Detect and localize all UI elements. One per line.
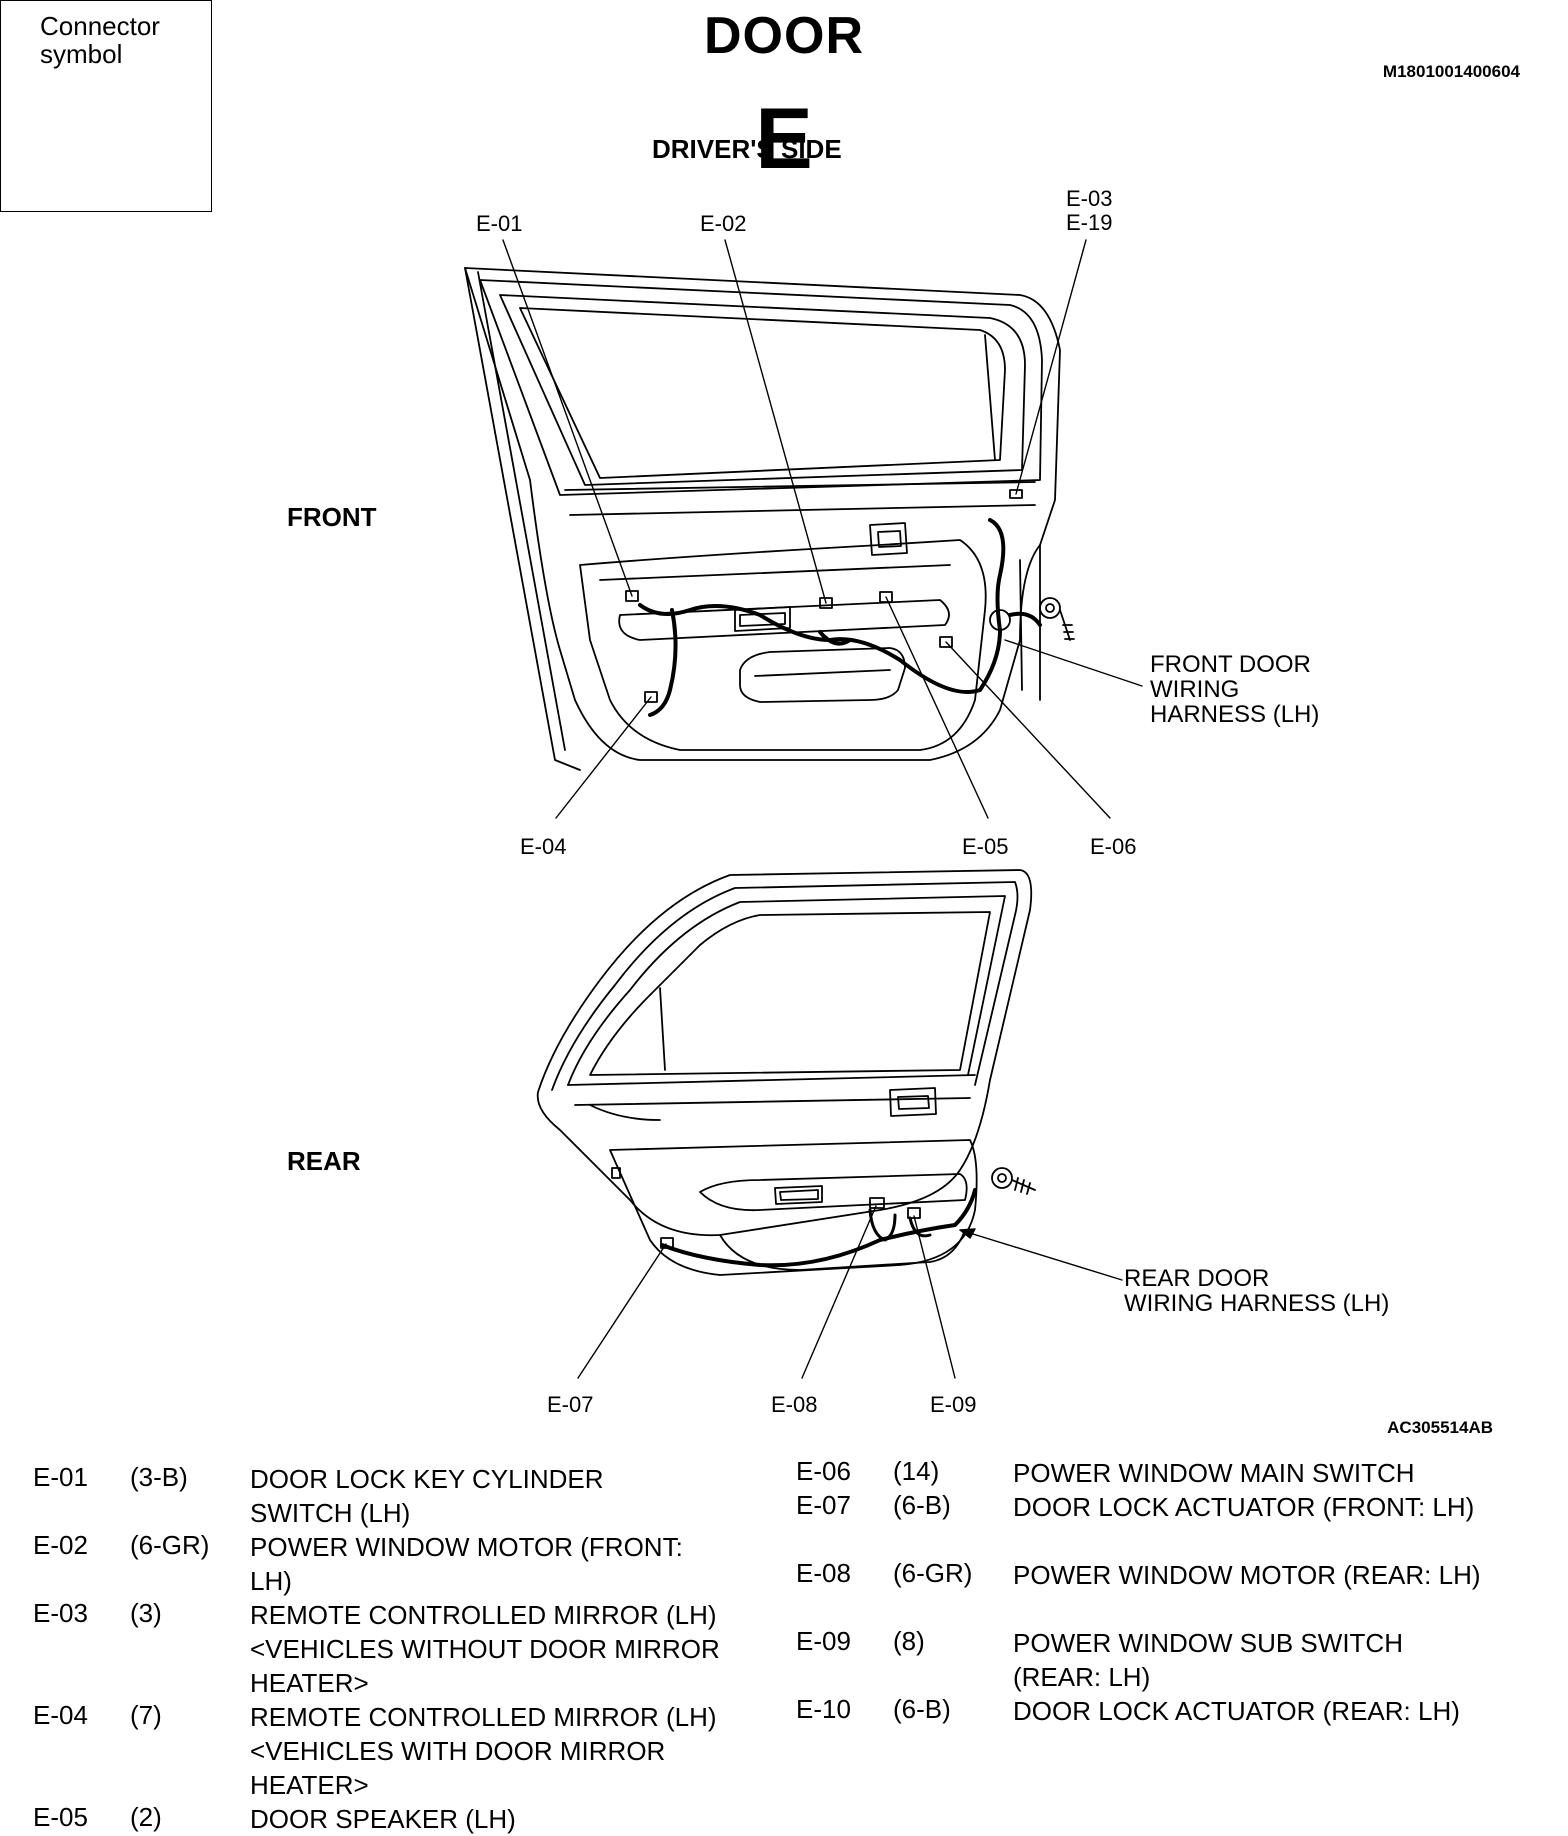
rear-harness-note: REAR DOOR WIRING HARNESS (LH) (1124, 1265, 1390, 1317)
front-view-label: FRONT (287, 502, 377, 532)
legend-size: (8) (893, 1626, 925, 1656)
legend-code: E-09 (796, 1626, 851, 1656)
legend-desc: DOOR LOCK ACTUATOR (REAR: LH) (1013, 1696, 1460, 1726)
callout-e-01: E-01 (476, 211, 523, 236)
legend-desc: REMOTE CONTROLLED MIRROR (LH) <VEHICLES … (250, 1702, 717, 1800)
figure-id: AC305514AB (1387, 1418, 1493, 1437)
connector-symbol-box: Connector symbol E (0, 0, 813, 212)
legend-code: E-05 (33, 1802, 88, 1832)
legend-code: E-04 (33, 1700, 88, 1730)
section-heading: DRIVER'S SIDE (652, 134, 842, 164)
front-callout-leaders (502, 239, 1143, 819)
legend-row: E-02 (6-GR) POWER WINDOW MOTOR (FRONT: L… (33, 1530, 733, 1598)
connector-symbol-caption: Connector symbol (40, 11, 160, 69)
legend-size: (3) (130, 1598, 162, 1628)
legend-desc: POWER WINDOW MOTOR (FRONT: LH) (250, 1532, 683, 1596)
legend-row: E-04 (7) REMOTE CONTROLLED MIRROR (LH) <… (33, 1700, 733, 1802)
document-id: M1801001400604 (1382, 62, 1520, 81)
rear-callout-leaders (577, 1205, 1123, 1379)
legend-desc: DOOR LOCK KEY CYLINDER SWITCH (LH) (250, 1464, 604, 1528)
legend-desc: POWER WINDOW SUB SWITCH (REAR: LH) (1013, 1628, 1403, 1692)
legend-row: E-05 (2) DOOR SPEAKER (LH) (33, 1802, 733, 1836)
legend-size: (2) (130, 1802, 162, 1832)
legend-row: E-09 (8) POWER WINDOW SUB SWITCH (REAR: … (796, 1626, 1516, 1694)
legend-row: E-07 (6-B) DOOR LOCK ACTUATOR (FRONT: LH… (796, 1490, 1516, 1558)
callout-e-09: E-09 (930, 1392, 977, 1417)
callout-e-05: E-05 (962, 834, 1009, 859)
legend-row: E-08 (6-GR) POWER WINDOW MOTOR (REAR: LH… (796, 1558, 1516, 1626)
legend-size: (6-B) (893, 1694, 951, 1724)
legend-code: E-07 (796, 1490, 851, 1520)
connector-symbol-letter: E (755, 91, 813, 187)
legend-code: E-02 (33, 1530, 88, 1560)
legend-desc: REMOTE CONTROLLED MIRROR (LH) <VEHICLES … (250, 1600, 720, 1698)
legend-row: E-03 (3) REMOTE CONTROLLED MIRROR (LH) <… (33, 1598, 733, 1700)
legend-desc: POWER WINDOW MAIN SWITCH (1013, 1458, 1415, 1488)
callout-e-02: E-02 (700, 211, 747, 236)
legend-left: E-01 (3-B) DOOR LOCK KEY CYLINDER SWITCH… (33, 1462, 733, 1836)
front-door-drawing (464, 267, 1075, 771)
legend-desc: DOOR LOCK ACTUATOR (FRONT: LH) (1013, 1492, 1475, 1522)
legend-row: E-10 (6-B) DOOR LOCK ACTUATOR (REAR: LH) (796, 1694, 1516, 1762)
rear-door-drawing (536, 869, 1036, 1276)
legend-size: (14) (893, 1456, 940, 1486)
callout-e-06: E-06 (1090, 834, 1137, 859)
legend-size: (7) (130, 1700, 162, 1730)
front-harness-note: FRONT DOOR WIRING HARNESS (LH) (1150, 651, 1320, 728)
callout-e-08: E-08 (771, 1392, 818, 1417)
legend-code: E-10 (796, 1694, 851, 1724)
legend-code: E-03 (33, 1598, 88, 1628)
legend-code: E-01 (33, 1462, 88, 1492)
callout-e-03-e-19: E-03 E-19 (1066, 186, 1113, 235)
legend-desc: DOOR SPEAKER (LH) (250, 1804, 516, 1834)
legend-code: E-08 (796, 1558, 851, 1588)
legend-size: (6-B) (893, 1490, 951, 1520)
legend-size: (6-GR) (130, 1530, 210, 1560)
legend-size: (3-B) (130, 1462, 188, 1492)
legend-desc: POWER WINDOW MOTOR (REAR: LH) (1013, 1560, 1481, 1590)
page-title: DOOR (704, 7, 864, 65)
legend-row: E-06 (14) POWER WINDOW MAIN SWITCH (796, 1456, 1516, 1490)
legend-size: (6-GR) (893, 1558, 973, 1588)
callout-e-04: E-04 (520, 834, 567, 859)
legend-row: E-01 (3-B) DOOR LOCK KEY CYLINDER SWITCH… (33, 1462, 733, 1530)
rear-view-label: REAR (287, 1146, 361, 1176)
legend-right: E-06 (14) POWER WINDOW MAIN SWITCH E-07 … (796, 1456, 1516, 1762)
legend-code: E-06 (796, 1456, 851, 1486)
callout-e-07: E-07 (547, 1392, 594, 1417)
